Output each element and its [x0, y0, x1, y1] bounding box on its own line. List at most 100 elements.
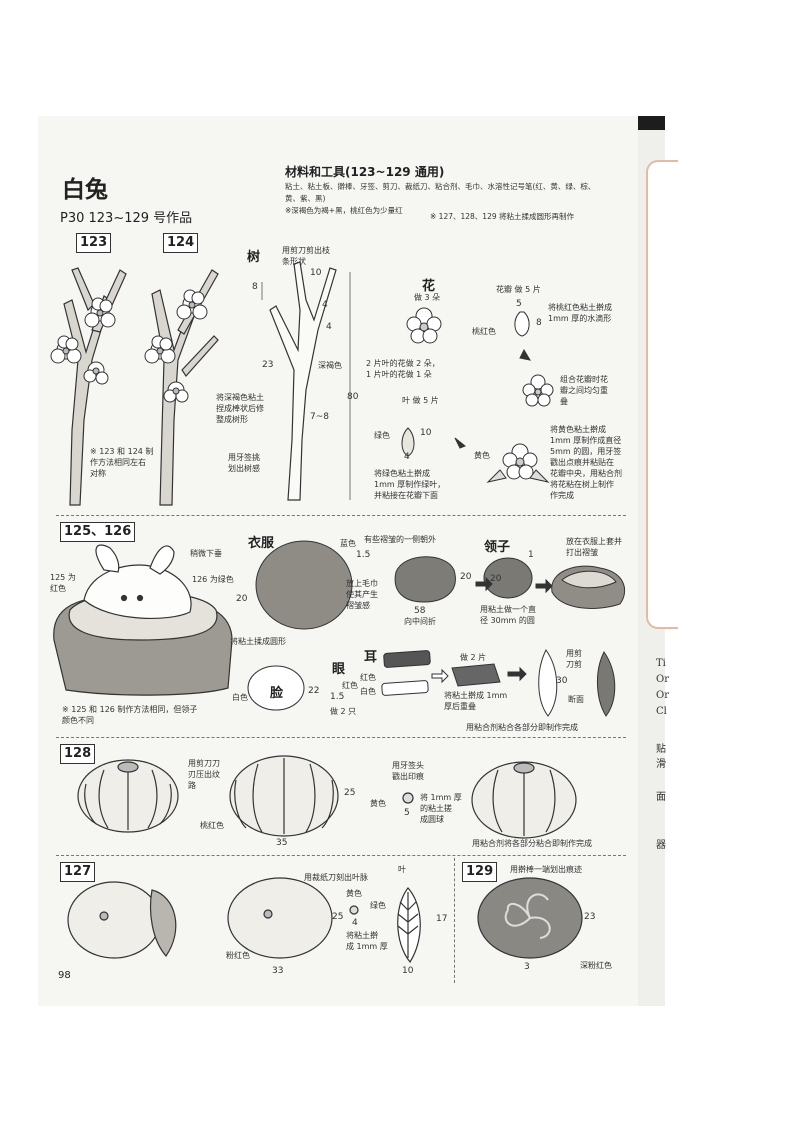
peach-dim-33: 33 — [272, 966, 284, 976]
rabbit-glue-done: 用粘合剂粘合各部分即制作完成 — [466, 723, 578, 732]
petals-label: 花瓣 做 5 片 — [496, 285, 541, 294]
peach-vein-note: 用裁纸刀刻出叶脉 — [304, 873, 368, 882]
rabbit-dim-20: 20 — [236, 594, 248, 604]
face-piece — [247, 665, 305, 711]
edge-text-8: 器 — [656, 840, 666, 851]
note-same-method: ※ 125 和 126 制作方法相同，但领子 颜色不同 — [62, 705, 198, 725]
fold-center: 向中间折 — [404, 617, 436, 626]
section-127-label: 127 — [60, 862, 96, 882]
materials-line-2: 黄、紫、黑) — [285, 194, 326, 203]
leaf-label: 叶 做 5 片 — [402, 396, 439, 405]
item129-dim-23: 23 — [584, 912, 596, 922]
edge-text-2: Or — [656, 674, 669, 685]
peach-green: 绿色 — [370, 901, 386, 910]
section-divider-2 — [56, 737, 626, 738]
slightly-down: 稍微下垂 — [190, 549, 222, 558]
clothes-folded — [394, 556, 456, 603]
materials-title: 材料和工具(123~129 通用) — [285, 165, 445, 179]
fold-dim-58: 58 — [414, 606, 426, 616]
tree-dim-10: 10 — [310, 268, 322, 278]
next-page-card-edge — [646, 160, 678, 629]
tree-dimension-lines — [261, 272, 351, 500]
page-title: 白兔 — [62, 177, 108, 203]
petal-dim-5: 5 — [516, 299, 522, 309]
tree-diagram — [269, 261, 337, 501]
process-arrows — [431, 348, 553, 684]
melon-dim-25: 25 — [344, 788, 356, 798]
ear-white: 白色 — [360, 687, 376, 696]
stem-note: 用牙签头 戳出印痕 — [392, 761, 424, 781]
section-124-label: 124 — [163, 233, 199, 253]
collar-note: 用粘土做一个直 径 30mm 的圆 — [480, 605, 536, 625]
flower-diagram — [401, 307, 554, 483]
edge-text-6: 滑 — [656, 759, 666, 770]
melon-dim-35: 35 — [276, 838, 288, 848]
tree-shape-note: 将深褐色粘土 捏成棒状后修 整成树形 — [216, 393, 264, 424]
page-subtitle: P30 123~129 号作品 — [60, 211, 193, 226]
section-128-label: 128 — [60, 744, 96, 764]
melon-128-illustrations — [77, 755, 577, 839]
petal-dim-8: 8 — [536, 318, 542, 328]
item129-dim-3: 3 — [524, 962, 530, 972]
ear-count: 做 2 片 — [460, 653, 487, 662]
leaf-note: 将绿色粘土擀成 1mm 厚制作绿叶， 并粘接在花瓣下面 — [374, 469, 446, 500]
tree-bark-note: 用牙签挑 划出树感 — [228, 453, 260, 473]
edge-text-1: Ti — [656, 658, 666, 669]
branch-123-flowers — [50, 297, 116, 385]
peach-leaf-label: 叶 — [398, 865, 406, 874]
peach-leaf-num: 4 — [352, 918, 358, 928]
peach-127-illustrations — [67, 877, 421, 964]
petal-pink: 桃红色 — [472, 327, 496, 336]
section-129-label: 129 — [462, 862, 498, 882]
collar-dim-1: 1 — [528, 550, 534, 560]
eye-heading: 眼 — [332, 662, 346, 677]
center-note: 将黄色粘土擀成 1mm 厚制作成直径 5mm 的圆，用牙签 戳出点痕并粘贴在 花… — [550, 425, 622, 500]
ear-cut-note: 用剪 刀剪 — [566, 649, 582, 669]
rabbit-illustration — [53, 544, 233, 696]
face-color: 白色 — [232, 693, 248, 702]
melon-knife-note: 用剪刀刀 刃压出纹 路 — [188, 759, 220, 790]
clothes-color: 蓝色 — [340, 539, 356, 548]
edge-text-3: Or — [656, 690, 669, 701]
face-heading: 脸 — [270, 686, 284, 701]
ear-pieces — [381, 649, 616, 717]
collar-heading: 领子 — [484, 540, 511, 555]
peach-dim-17: 17 — [436, 914, 448, 924]
ear-section: 断面 — [568, 695, 584, 704]
clothes-shape-note: 将粘土揉成圆形 — [230, 637, 286, 646]
stem-color: 黄色 — [370, 799, 386, 808]
collar-disc — [483, 557, 533, 599]
stem-ball-note: 将 1mm 厚 的粘土搓 成圆球 — [420, 793, 462, 824]
tree-dim-23: 23 — [262, 360, 274, 370]
peach-pink: 粉红色 — [226, 951, 250, 960]
edge-text-7: 面 — [656, 792, 666, 803]
ear-heading: 耳 — [364, 650, 378, 665]
stem-dim-5: 5 — [404, 808, 410, 818]
tree-dim-4a: 4 — [322, 300, 328, 310]
ear-red: 红色 — [360, 673, 376, 682]
tree-heading: 树 — [247, 250, 261, 265]
clothes-finished — [551, 565, 625, 609]
item129-color: 深粉红色 — [580, 961, 612, 970]
leaf-ratio: 2 片叶的花做 2 朵， 1 片叶的花做 1 朵 — [366, 359, 440, 379]
edge-text-5: 贴 — [656, 744, 666, 755]
tree-dim-4b: 4 — [326, 322, 332, 332]
petal-note: 将桃红色粘土擀成 1mm 厚的水滴形 — [548, 303, 612, 323]
clothes-dim-1-5: 1.5 — [356, 550, 371, 560]
leaf-dim-10: 10 — [420, 428, 432, 438]
fold-note: 有些褶皱的一侧朝外 — [364, 535, 436, 544]
eye-red: 红色 — [342, 681, 358, 690]
tree-dim-7-8: 7~8 — [310, 412, 329, 422]
page-number: 98 — [58, 970, 71, 981]
flower-heading: 花 — [422, 279, 436, 294]
peach-yellow: 黄色 — [346, 889, 362, 898]
section-divider-3 — [56, 855, 626, 856]
melon-done: 用粘合剂将各部分粘合即制作完成 — [472, 839, 592, 848]
face-dim-22: 22 — [308, 686, 320, 696]
towel-note: 放上毛巾 使其产生 褶皱感 — [346, 579, 378, 610]
peach-roll-note: 将粘土擀 成 1mm 厚 — [346, 931, 388, 951]
peach-dim-25: 25 — [332, 912, 344, 922]
note-126: 126 为绿色 — [192, 575, 234, 584]
put-on-note: 放在衣服上套并 打出褶皱 — [566, 537, 622, 557]
leaf-green: 绿色 — [374, 431, 390, 440]
